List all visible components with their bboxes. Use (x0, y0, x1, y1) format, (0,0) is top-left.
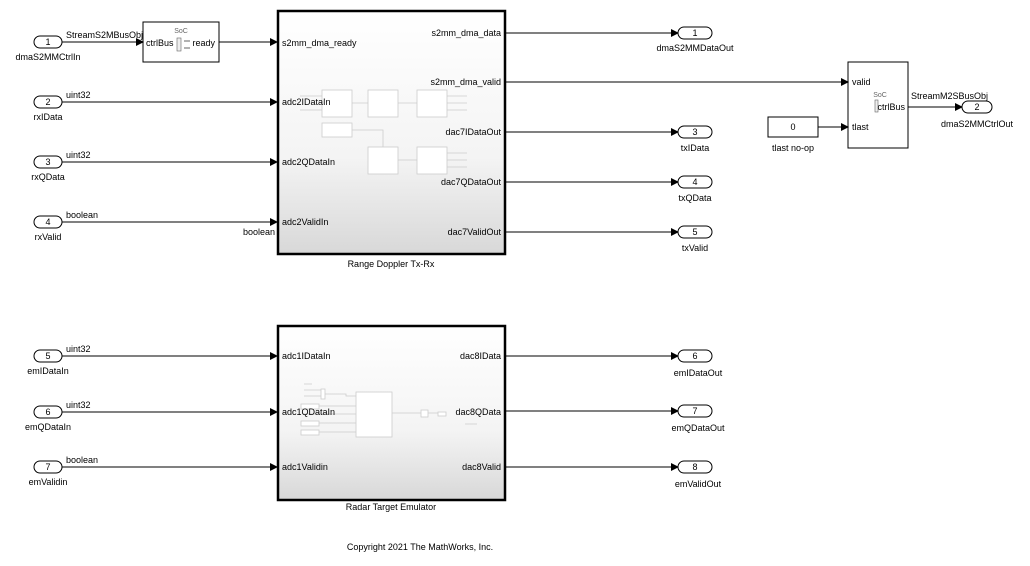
outport-txValid[interactable]: 5 txValid (677, 225, 713, 253)
soc-in-port-ctrlbus: ctrlBus (146, 38, 174, 48)
inport-rxQData[interactable]: 3 rxQData (31, 155, 65, 182)
port-name: rxIData (33, 112, 62, 122)
inport-emValidin[interactable]: 7 emValidin (29, 460, 68, 487)
subsystem-preview (300, 383, 477, 438)
port-name: dmaS2MMCtrlOut (941, 119, 1014, 129)
signal-label: boolean (243, 227, 275, 237)
port-name: txIData (681, 143, 710, 153)
soc-out-port-ctrlbus: ctrlBus (877, 102, 905, 112)
signal-label: boolean (66, 210, 98, 220)
copyright-text: Copyright 2021 The MathWorks, Inc. (347, 542, 493, 552)
range-doppler-label: Range Doppler Tx-Rx (348, 259, 435, 269)
port-name: emQDataOut (671, 423, 725, 433)
port-name: rxValid (35, 232, 62, 242)
inport-dmaS2MMCtrlIn[interactable]: 1 dmaS2MMCtrlIn (15, 35, 81, 62)
signal-lines (62, 29, 963, 471)
outport-txIData[interactable]: 3 txIData (677, 125, 713, 153)
inport-rxIData[interactable]: 2 rxIData (33, 95, 63, 122)
subsystem-preview (300, 89, 467, 175)
soc-in-port-tlast: tlast (852, 122, 869, 132)
port-s2mm-dma-data: s2mm_dma_data (431, 28, 501, 38)
port-name: dmaS2MMCtrlIn (15, 52, 80, 62)
range-doppler-subsystem[interactable]: s2mm_dma_ready adc2IDataIn adc2QDataIn a… (276, 9, 507, 269)
port-number: 2 (974, 102, 979, 112)
soc-out-port-ready: ready (192, 38, 215, 48)
port-number: 7 (692, 406, 697, 416)
port-number: 4 (45, 217, 50, 227)
port-number: 5 (45, 351, 50, 361)
signal-label: uint32 (66, 90, 91, 100)
port-number: 3 (45, 157, 50, 167)
constant-value: 0 (790, 122, 795, 132)
signal-label: uint32 (66, 344, 91, 354)
arrows-icon (184, 40, 190, 49)
port-dac8-valid: dac8Valid (462, 462, 501, 472)
port-dac7-idata-out: dac7IDataOut (445, 127, 501, 137)
signal-label: uint32 (66, 400, 91, 410)
signal-label: boolean (66, 455, 98, 465)
port-adc2-qdata-in: adc2QDataIn (282, 157, 335, 167)
port-adc2-idata-in: adc2IDataIn (282, 97, 331, 107)
inport-rxValid[interactable]: 4 rxValid (33, 215, 63, 242)
constant-label: tlast no-op (772, 143, 814, 153)
port-adc2-valid-in: adc2ValidIn (282, 217, 328, 227)
port-adc1-qdata-in: adc1QDataIn (282, 407, 335, 417)
bus-creator-icon (874, 99, 879, 113)
signal-label: uint32 (66, 150, 91, 160)
outport-emValidOut[interactable]: 8 emValidOut (675, 460, 722, 489)
outport-dmaS2MMCtrlOut[interactable]: 2 dmaS2MMCtrlOut (941, 100, 1014, 129)
bus-selector-icon (176, 37, 182, 52)
outport-txQData[interactable]: 4 txQData (677, 175, 713, 203)
outport-emQDataOut[interactable]: 7 emQDataOut (671, 404, 725, 433)
soc-badge: SoC (873, 92, 887, 99)
inport-emIDataIn[interactable]: 5 emIDataIn (27, 349, 69, 376)
port-name: emQDataIn (25, 422, 71, 432)
port-name: emIDataIn (27, 366, 69, 376)
outport-dmaS2MMDataOut[interactable]: 1 dmaS2MMDataOut (656, 26, 734, 53)
port-name: emIDataOut (674, 368, 723, 378)
port-adc1-idata-in: adc1IDataIn (282, 351, 331, 361)
soc-badge: SoC (174, 28, 188, 35)
port-number: 6 (692, 351, 697, 361)
port-name: emValidOut (675, 479, 722, 489)
port-name: txValid (682, 243, 708, 253)
port-number: 3 (692, 127, 697, 137)
port-name: emValidin (29, 477, 68, 487)
port-dac8-idata: dac8IData (460, 351, 501, 361)
soc-stream-to-ctrl-block[interactable]: SoC ctrlBus ready (142, 21, 220, 63)
port-name: dmaS2MMDataOut (656, 43, 734, 53)
tlast-constant-block[interactable]: 0 tlast no-op (767, 116, 819, 153)
soc-ctrl-to-stream-block[interactable]: valid tlast SoC ctrlBus (847, 61, 909, 149)
radar-emulator-label: Radar Target Emulator (346, 502, 436, 512)
port-number: 1 (692, 28, 697, 38)
port-dac7-valid-out: dac7ValidOut (448, 227, 502, 237)
port-adc1-valid-in: adc1Validin (282, 462, 328, 472)
port-number: 8 (692, 462, 697, 472)
port-number: 7 (45, 462, 50, 472)
outport-emIDataOut[interactable]: 6 emIDataOut (674, 349, 723, 378)
port-s2mm-dma-ready: s2mm_dma_ready (282, 38, 357, 48)
inport-emQDataIn[interactable]: 6 emQDataIn (25, 405, 71, 432)
signal-label: StreamM2SBusObj (911, 91, 988, 101)
port-name: txQData (678, 193, 711, 203)
port-number: 4 (692, 177, 697, 187)
port-number: 2 (45, 97, 50, 107)
port-dac8-qdata: dac8QData (455, 407, 501, 417)
port-number: 5 (692, 227, 697, 237)
soc-in-port-valid: valid (852, 77, 871, 87)
port-number: 1 (45, 37, 50, 47)
port-number: 6 (45, 407, 50, 417)
port-name: rxQData (31, 172, 65, 182)
signal-label: StreamS2MBusObj (66, 30, 143, 40)
port-dac7-qdata-out: dac7QDataOut (441, 177, 502, 187)
port-s2mm-dma-valid: s2mm_dma_valid (430, 77, 501, 87)
radar-target-emulator-subsystem[interactable]: adc1IDataIn adc1QDataIn adc1Validin dac8… (276, 324, 507, 512)
